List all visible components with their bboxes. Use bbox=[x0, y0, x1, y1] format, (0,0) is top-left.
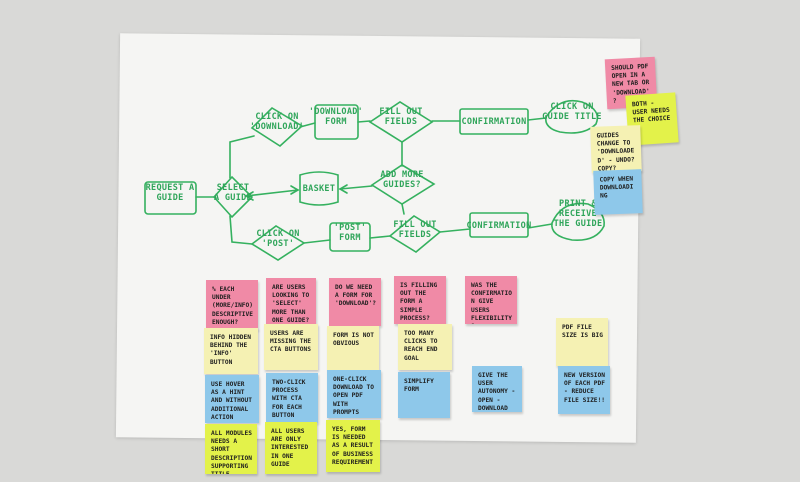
label-post-form: 'POST'FORM bbox=[334, 223, 367, 243]
node-click-post bbox=[250, 225, 306, 261]
connector bbox=[229, 135, 255, 179]
node-fill-fields-bottom bbox=[388, 215, 442, 253]
sticky-note: FORM IS NOT OBVIOUS bbox=[327, 326, 379, 370]
connector bbox=[401, 203, 405, 215]
node-post-form bbox=[329, 222, 371, 252]
connector bbox=[369, 235, 391, 239]
sticky-note: GIVE THE USER AUTONOMY - OPEN - DOWNLOAD bbox=[472, 366, 522, 412]
label-click-download: CLICK ON'DOWNLOAD' bbox=[250, 112, 304, 132]
sticky-note: WAS THE CONFIRMATION GIVE USERS FLEXIBIL… bbox=[465, 276, 517, 324]
node-add-more-guides bbox=[370, 164, 436, 205]
arrowhead bbox=[338, 184, 348, 194]
sticky-note: YES, FORM IS NEEDED AS A RESULT OF BUSIN… bbox=[326, 420, 380, 472]
sticky-note: NEW VERSION OF EACH PDF - REDUCE FILE SI… bbox=[558, 366, 610, 414]
node-download-form bbox=[314, 104, 359, 140]
label-click-post: CLICK ON'POST' bbox=[256, 229, 299, 249]
label-confirmation-bottom: CONFIRMATION bbox=[466, 221, 531, 231]
sticky-note: GUIDES CHANGE TO 'DOWNLOADED' - UNDO? CO… bbox=[590, 125, 642, 173]
sticky-note: ARE USERS LOOKING TO 'SELECT' MORE THAN … bbox=[266, 278, 316, 328]
sticky-note: INFO HIDDEN BEHIND THE 'INFO' BUTTON bbox=[204, 328, 258, 374]
sticky-note: PDF FILE SIZE IS BIG bbox=[556, 318, 608, 366]
sticky-note: ONE-CLICK DOWNLOAD TO OPEN PDF WITH PROM… bbox=[327, 370, 381, 418]
node-click-guide-title bbox=[544, 99, 599, 134]
sticky-note: USE HOVER AS A HINT AND WITHOUT ADDITION… bbox=[205, 375, 259, 423]
node-request-guide bbox=[144, 181, 197, 215]
connector bbox=[303, 239, 331, 244]
connector bbox=[527, 117, 547, 121]
node-print-guide bbox=[551, 202, 605, 242]
sticky-note: DO WE NEED A FORM FOR 'DOWNLOAD'? bbox=[329, 278, 381, 326]
connector bbox=[527, 223, 553, 229]
connector bbox=[357, 120, 371, 123]
sticky-note: USERS ARE MISSING THE CTA BUTTONS bbox=[264, 324, 318, 370]
connector bbox=[229, 215, 253, 245]
node-confirmation-top bbox=[459, 108, 529, 135]
node-click-download bbox=[250, 106, 304, 148]
label-download-form: 'DOWNLOAD'FORM bbox=[309, 107, 363, 127]
sticky-note: IS FILLING OUT THE FORM A SIMPLE PROCESS… bbox=[394, 276, 446, 324]
node-select-guide bbox=[212, 175, 254, 219]
sticky-note: TWO-CLICK PROCESS WITH CTA FOR EACH BUTT… bbox=[266, 373, 318, 423]
sticky-note: ALL USERS ARE ONLY INTERESTED IN ONE GUI… bbox=[265, 422, 317, 474]
connector bbox=[439, 228, 471, 233]
sticky-note: COPY WHEN DOWNLOADING bbox=[593, 169, 643, 215]
label-confirmation-top: CONFIRMATION bbox=[461, 117, 526, 127]
connector bbox=[245, 189, 299, 197]
sticky-note: % EACH UNDER (MORE/INFO) DESCRIPTIVE ENO… bbox=[206, 280, 258, 330]
connector bbox=[339, 185, 373, 190]
sticky-note: ALL MODULES NEEDS A SHORT DESCRIPTION SU… bbox=[205, 424, 257, 474]
node-basket bbox=[299, 171, 339, 206]
sticky-note: TOO MANY CLICKS TO REACH END GOAL bbox=[398, 324, 452, 370]
sticky-note: SIMPLIFY FORM bbox=[398, 372, 450, 418]
arrowhead bbox=[290, 185, 300, 195]
node-confirmation-bottom bbox=[469, 212, 529, 238]
node-fill-fields-top bbox=[368, 101, 434, 143]
label-basket: BASKET bbox=[303, 184, 336, 194]
